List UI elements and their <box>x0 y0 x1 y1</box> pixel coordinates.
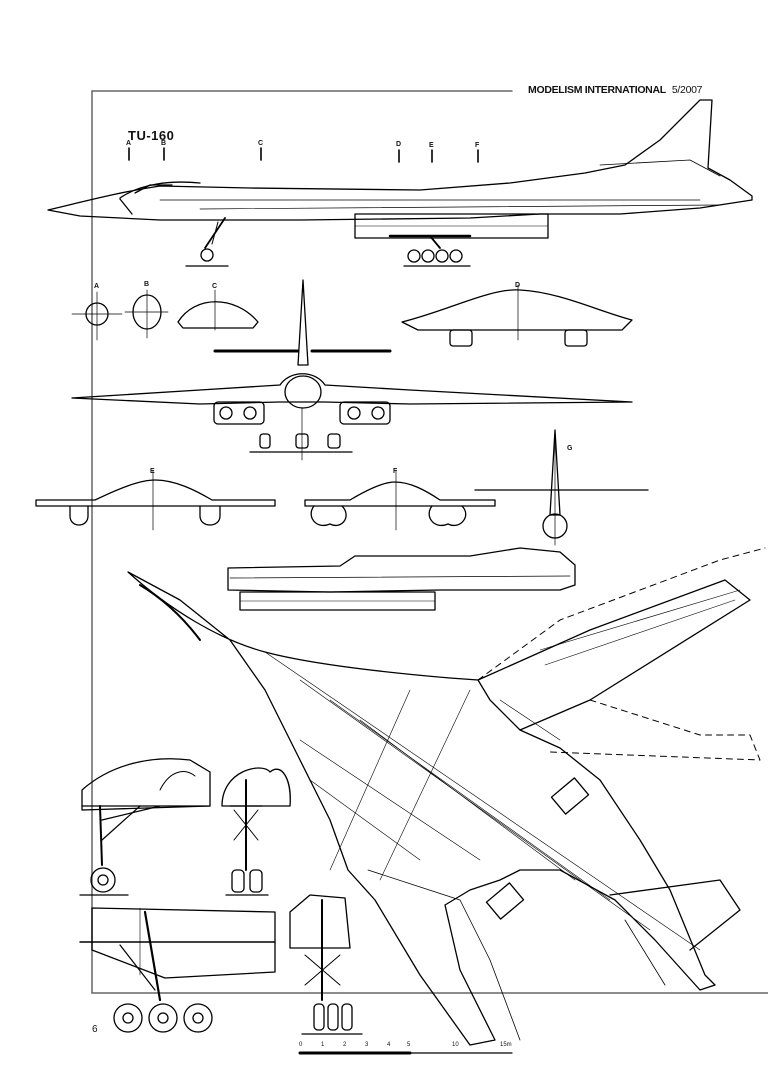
section-d-label: D <box>515 282 521 289</box>
main-gear-detail <box>79 894 363 1035</box>
section-label-b: B <box>161 140 167 147</box>
issue-number: 5/2007 <box>671 84 703 96</box>
section-g-label: G <box>567 445 573 452</box>
section-b-label: B <box>144 281 150 288</box>
section-f-label: F <box>393 468 398 475</box>
scale-tick-15m: 15m <box>500 1042 512 1048</box>
section-label-d: D <box>396 141 402 148</box>
aircraft-title: TU-160 <box>128 128 175 143</box>
scale-tick-10: 10 <box>452 1042 459 1048</box>
cross-sections-row2 <box>35 429 649 546</box>
cross-sections-row1 <box>71 284 633 347</box>
section-e-label: E <box>150 468 155 475</box>
top-view <box>127 547 766 1046</box>
scale-tick-2: 2 <box>343 1042 347 1048</box>
section-a-label: A <box>94 283 100 290</box>
section-label-f: F <box>475 142 480 149</box>
section-c-label: C <box>212 283 218 290</box>
section-markers <box>128 147 479 163</box>
rear-fuselage-detail <box>227 547 576 611</box>
section-label-e: E <box>429 142 434 149</box>
scale-tick-0: 0 <box>299 1042 303 1048</box>
publication-name: MODELISM INTERNATIONAL <box>528 84 666 96</box>
section-label-a: A <box>126 140 132 147</box>
page-number: 6 <box>92 1024 98 1035</box>
section-label-c: C <box>258 140 264 147</box>
front-view <box>71 279 633 461</box>
publication-header: MODELISM INTERNATIONAL 5/2007 <box>528 84 703 96</box>
nose-gear-detail <box>79 758 291 896</box>
scale-tick-1: 1 <box>321 1042 325 1048</box>
page-frame <box>91 90 768 994</box>
scale-tick-4: 4 <box>387 1042 391 1048</box>
scale-tick-5: 5 <box>407 1042 411 1048</box>
side-view <box>47 99 753 267</box>
scale-tick-3: 3 <box>365 1042 369 1048</box>
